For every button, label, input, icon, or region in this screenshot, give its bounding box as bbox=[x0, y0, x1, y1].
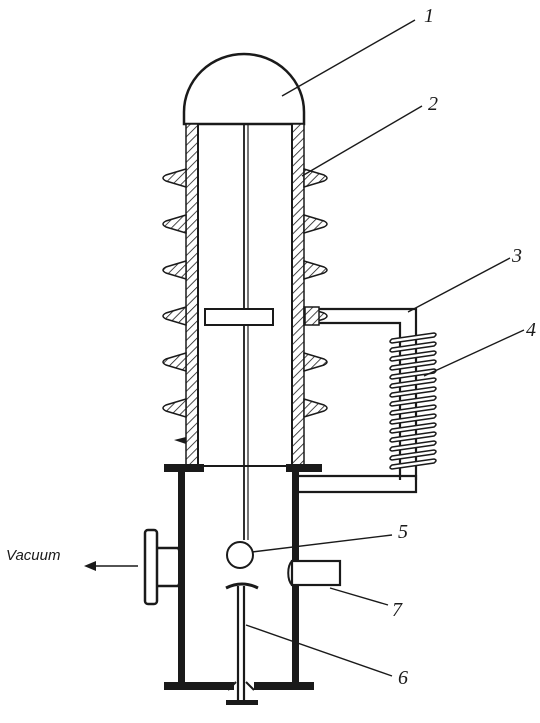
bottom-flange-right bbox=[254, 682, 314, 690]
coil-turn bbox=[389, 404, 437, 416]
vacuum-label: Vacuum bbox=[6, 547, 60, 564]
cross-bar bbox=[204, 308, 274, 326]
label-4: 4 bbox=[526, 319, 536, 341]
leader-lines bbox=[245, 19, 525, 677]
vacuum-arrow bbox=[84, 561, 138, 571]
insulator-shed-left bbox=[162, 305, 187, 327]
insulator-wall-left bbox=[185, 123, 199, 467]
insulator-foot-mark bbox=[174, 437, 186, 444]
coil-turn bbox=[389, 350, 437, 362]
target-sphere bbox=[226, 541, 254, 569]
coil-turn bbox=[389, 332, 437, 344]
coil-turn bbox=[389, 395, 437, 407]
insulator-shed-right bbox=[303, 213, 328, 235]
detector-probe bbox=[225, 582, 259, 705]
insulator-shed-left bbox=[162, 397, 187, 419]
coil-turn bbox=[389, 386, 437, 398]
label-7: 7 bbox=[392, 599, 403, 621]
coil-turn bbox=[389, 377, 437, 389]
coil-turn bbox=[389, 341, 437, 353]
coil-turn bbox=[389, 458, 437, 470]
vacuum-port bbox=[143, 528, 183, 606]
side-port bbox=[287, 559, 342, 587]
heating-coil bbox=[389, 332, 437, 470]
label-6: 6 bbox=[398, 667, 408, 689]
insulator-shed-right bbox=[303, 397, 328, 419]
coil-turn bbox=[389, 440, 437, 452]
label-5: 5 bbox=[398, 521, 408, 543]
insulator-shed-right bbox=[303, 259, 328, 281]
label-3: 3 bbox=[511, 245, 522, 267]
middle-flange-left bbox=[164, 464, 204, 472]
coil-turn bbox=[389, 413, 437, 425]
insulator-shed-left bbox=[162, 259, 187, 281]
coil-turn bbox=[389, 368, 437, 380]
label-2: 2 bbox=[428, 93, 438, 115]
coil-turn bbox=[389, 422, 437, 434]
label-1: 1 bbox=[424, 5, 434, 27]
insulator-shed-left bbox=[162, 167, 187, 189]
insulator-shed-right bbox=[303, 351, 328, 373]
insulator-shed-left bbox=[162, 351, 187, 373]
middle-flange-right bbox=[286, 464, 322, 472]
dome-cap bbox=[182, 52, 306, 126]
insulator-shed-left bbox=[162, 213, 187, 235]
insulator-column bbox=[162, 123, 328, 467]
coil-turn bbox=[389, 449, 437, 461]
insulator-shed-right bbox=[303, 167, 328, 189]
coil-turn bbox=[389, 359, 437, 371]
bottom-flange-left bbox=[164, 682, 234, 690]
coil-turn bbox=[389, 431, 437, 443]
